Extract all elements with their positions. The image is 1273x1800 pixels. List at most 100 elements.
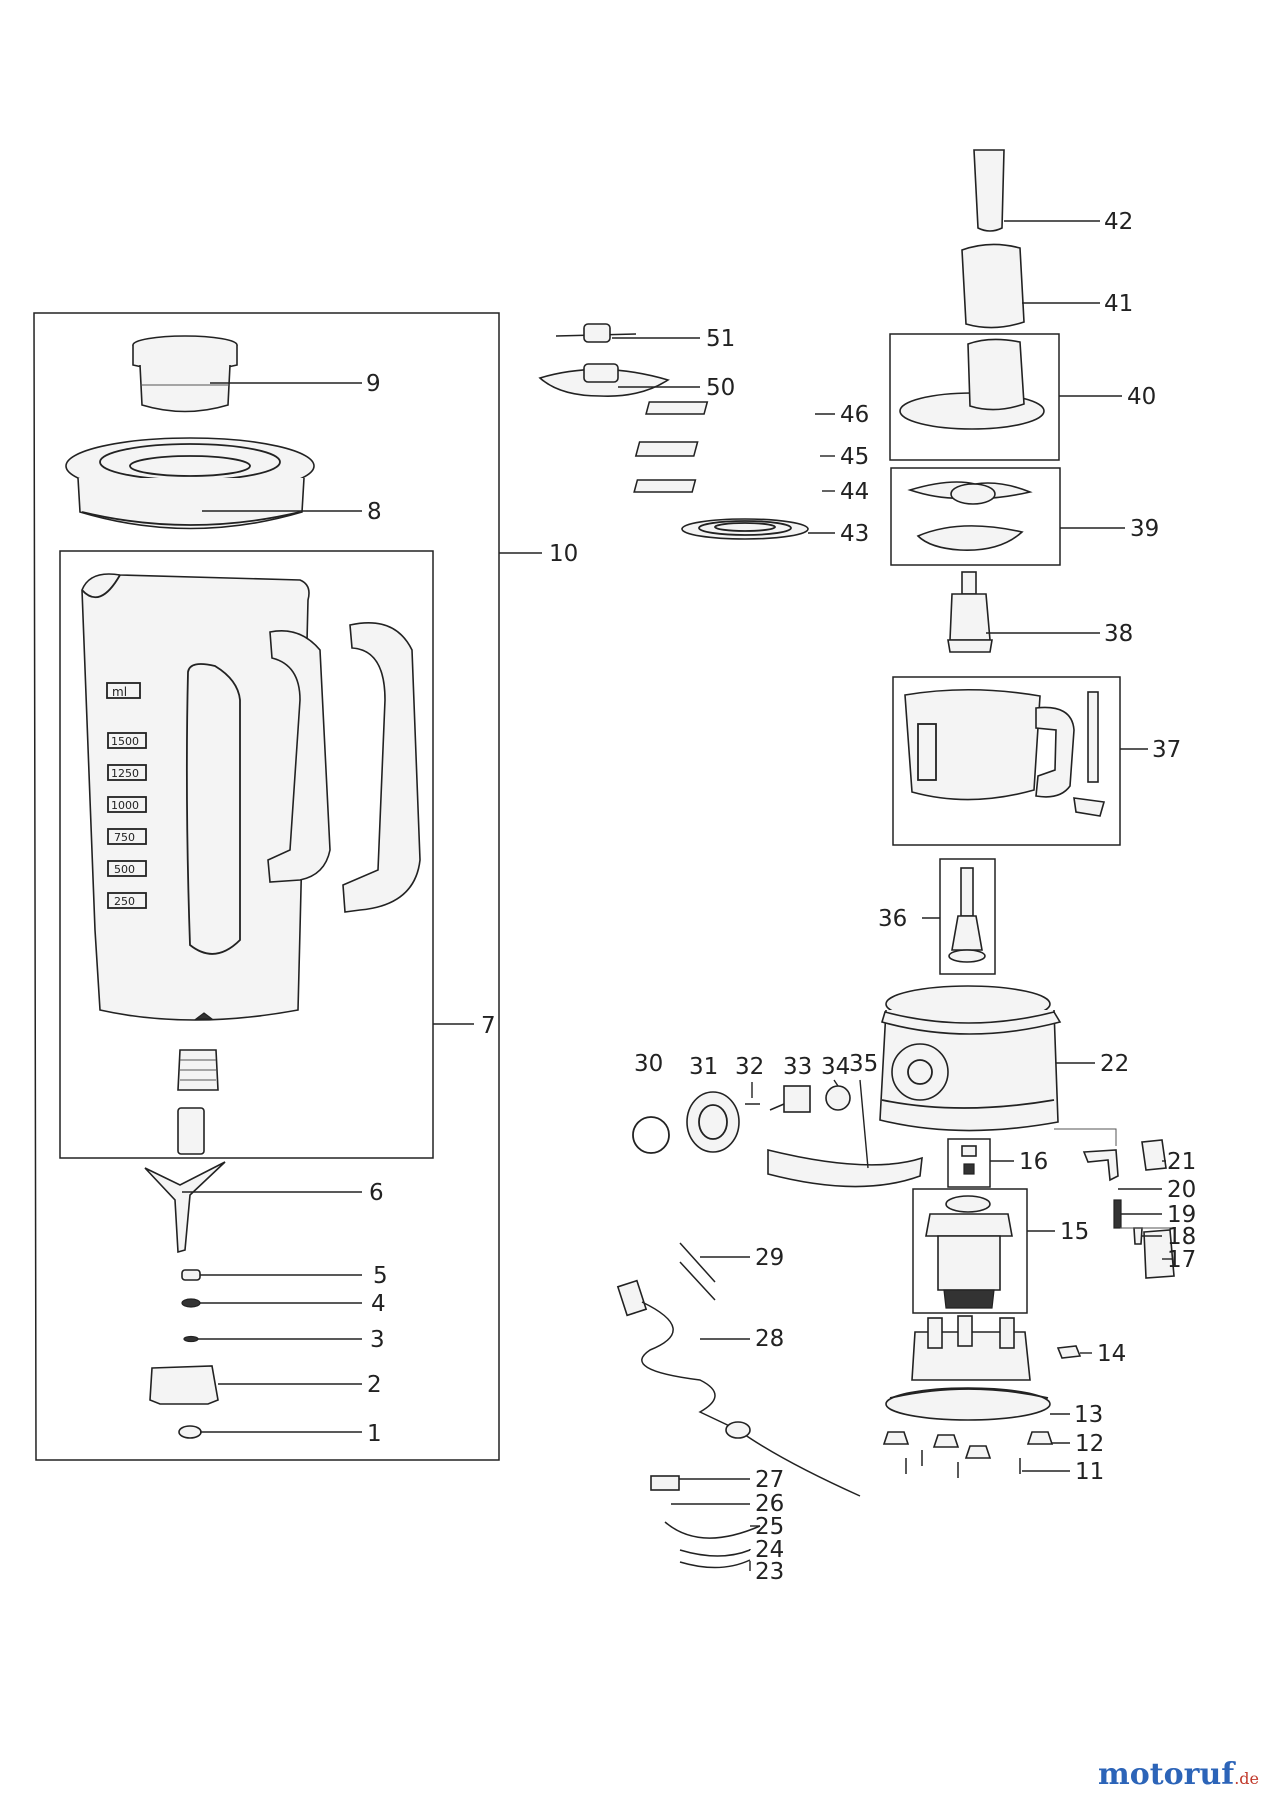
cable-parts bbox=[616, 1242, 861, 1569]
part-29-wire bbox=[679, 1242, 716, 1301]
part-41-pusher bbox=[961, 243, 1025, 329]
callout-20: 20 bbox=[1167, 1177, 1196, 1203]
part-38-drive-shaft bbox=[947, 571, 993, 653]
callout-50: 50 bbox=[706, 375, 735, 401]
group-36-frame bbox=[939, 858, 996, 975]
blender-jug-group: ml 1500 1250 1000 750 500 250 bbox=[33, 312, 500, 1461]
callout-12: 12 bbox=[1075, 1431, 1104, 1457]
callout-28: 28 bbox=[755, 1326, 784, 1352]
part-2-drive-coupler bbox=[149, 1365, 219, 1405]
part-18-screw bbox=[1133, 1227, 1143, 1245]
callout-15: 15 bbox=[1060, 1219, 1089, 1245]
part-51-whisk-disc bbox=[555, 323, 637, 343]
part-4-washer bbox=[181, 1298, 201, 1308]
callout-25: 25 bbox=[755, 1514, 784, 1540]
jug-scale: ml 1500 1250 1000 750 500 250 bbox=[106, 682, 147, 909]
callout-30: 30 bbox=[634, 1051, 663, 1077]
callout-18: 18 bbox=[1167, 1224, 1196, 1250]
part-12-feet bbox=[882, 1431, 1054, 1459]
part-19-spring bbox=[1113, 1199, 1122, 1229]
part-30-ring bbox=[632, 1116, 670, 1154]
callout-16: 16 bbox=[1019, 1149, 1048, 1175]
part-13-base bbox=[885, 1315, 1051, 1421]
part-35-light-strip bbox=[767, 1148, 923, 1188]
part-42-pusher bbox=[973, 149, 1005, 232]
jug-scale-unit: ml bbox=[112, 685, 127, 699]
part-6-blade bbox=[144, 1161, 226, 1254]
part-40-lid bbox=[899, 338, 1045, 430]
callout-41: 41 bbox=[1104, 291, 1133, 317]
part-11-screws bbox=[905, 1450, 1021, 1478]
discs-group bbox=[538, 323, 809, 540]
part-14-clip bbox=[1056, 1345, 1082, 1359]
part-17-microswitch bbox=[1143, 1229, 1175, 1279]
callout-6: 6 bbox=[369, 1180, 384, 1206]
watermark-logo: motoruf.de bbox=[1098, 1757, 1259, 1792]
callout-38: 38 bbox=[1104, 621, 1133, 647]
watermark-tld: .de bbox=[1234, 1769, 1259, 1788]
group-7-frame bbox=[59, 550, 434, 1159]
callout-46: 46 bbox=[840, 402, 869, 428]
callout-1: 1 bbox=[367, 1421, 382, 1447]
part-20-actuator bbox=[1082, 1149, 1119, 1182]
callout-9: 9 bbox=[366, 371, 381, 397]
callout-4: 4 bbox=[371, 1291, 386, 1317]
part-28-power-cord bbox=[616, 1279, 861, 1497]
group-10-frame bbox=[33, 312, 500, 1461]
callout-7: 7 bbox=[481, 1013, 496, 1039]
leader-line-34 bbox=[833, 1079, 839, 1087]
callout-5: 5 bbox=[373, 1263, 388, 1289]
group-16-frame bbox=[947, 1138, 991, 1188]
part-34-potentiometer bbox=[825, 1085, 851, 1111]
callout-leaders bbox=[182, 220, 1172, 1571]
part-46-insert bbox=[645, 401, 709, 415]
callout-35: 35 bbox=[849, 1051, 878, 1077]
callout-8: 8 bbox=[367, 499, 382, 525]
part-23-wire bbox=[679, 1559, 751, 1569]
callout-17: 17 bbox=[1167, 1247, 1196, 1273]
callout-3: 3 bbox=[370, 1327, 385, 1353]
callout-33: 33 bbox=[783, 1054, 812, 1080]
callout-42: 42 bbox=[1104, 209, 1133, 235]
callout-39: 39 bbox=[1130, 516, 1159, 542]
leader-line-35 bbox=[859, 1079, 869, 1169]
callout-19: 19 bbox=[1167, 1202, 1196, 1228]
part-31-knob bbox=[686, 1091, 740, 1153]
part-24-wire bbox=[679, 1549, 751, 1557]
part-36-spindle bbox=[948, 867, 986, 963]
callout-34: 34 bbox=[821, 1054, 850, 1080]
callout-36: 36 bbox=[878, 906, 907, 932]
group-37-frame bbox=[892, 676, 1121, 846]
part-15-motor bbox=[925, 1195, 1013, 1309]
callout-2: 2 bbox=[367, 1372, 382, 1398]
callout-27: 27 bbox=[755, 1467, 784, 1493]
jug-mark-750: 750 bbox=[114, 831, 135, 844]
callout-10: 10 bbox=[549, 541, 578, 567]
part-5-ring bbox=[181, 1269, 201, 1281]
callout-31: 31 bbox=[689, 1054, 718, 1080]
part-25-wire bbox=[664, 1521, 761, 1539]
callout-labels: 1 2 3 4 5 6 7 8 9 10 11 12 13 14 15 16 1… bbox=[366, 209, 1196, 1585]
callout-40: 40 bbox=[1127, 384, 1156, 410]
part-33-board bbox=[769, 1085, 811, 1113]
callout-32: 32 bbox=[735, 1054, 764, 1080]
jug-mark-1250: 1250 bbox=[111, 767, 139, 780]
part-1-nut bbox=[178, 1425, 202, 1439]
callout-13: 13 bbox=[1074, 1402, 1103, 1428]
knob-parts bbox=[632, 1085, 923, 1188]
part-8-lid bbox=[65, 437, 315, 530]
group-15-frame bbox=[912, 1188, 1028, 1314]
callout-37: 37 bbox=[1152, 737, 1181, 763]
callout-29: 29 bbox=[755, 1245, 784, 1271]
part-45-insert bbox=[634, 441, 699, 457]
group-39-frame bbox=[890, 467, 1061, 566]
jug-mark-1000: 1000 bbox=[111, 799, 139, 812]
part-9-lid-cap bbox=[132, 335, 238, 413]
callout-26: 26 bbox=[755, 1491, 784, 1517]
part-3-ring bbox=[183, 1335, 199, 1343]
part-21-bracket bbox=[1141, 1139, 1167, 1171]
safety-switch-parts bbox=[1054, 1128, 1176, 1279]
part-37-bowl bbox=[904, 688, 1106, 817]
callout-22: 22 bbox=[1100, 1051, 1129, 1077]
